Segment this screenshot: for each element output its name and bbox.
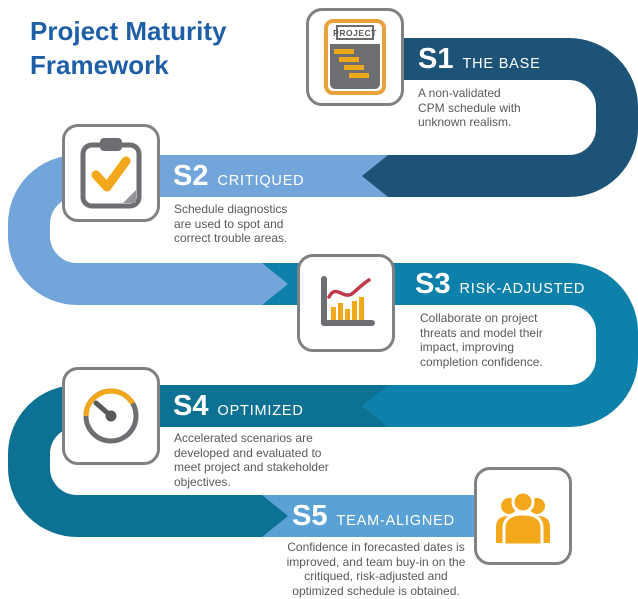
person-body-center xyxy=(502,512,544,545)
gauge-card xyxy=(62,367,160,465)
stage-description-s1: A non-validated CPM schedule with unknow… xyxy=(418,86,521,129)
gauge-hub xyxy=(105,410,117,422)
stage-name-s4: OPTIMIZED xyxy=(217,403,304,419)
stage-name-s3: RISK-ADJUSTED xyxy=(459,281,586,297)
chart-bar xyxy=(345,309,350,323)
ribbon-arrow-s2 xyxy=(262,263,288,305)
chart-bar xyxy=(352,301,357,323)
gantt-bar xyxy=(349,73,369,78)
page-fold-corner xyxy=(123,190,136,203)
stage-label-s1: S1 THE BASE xyxy=(418,43,541,75)
stage-id-s4: S4 xyxy=(173,390,209,422)
stage-id-s2: S2 xyxy=(173,160,209,192)
project-document-icon: PROJECT xyxy=(324,19,386,95)
ribbon-band-s3 xyxy=(255,263,638,427)
ribbon-arrow-s4 xyxy=(262,495,288,537)
stage-description-s2: Schedule diagnostics are used to spot an… xyxy=(174,202,288,245)
clipboard-check-icon xyxy=(80,138,142,209)
stage-label-s2: S2 CRITIQUED xyxy=(173,160,304,192)
chart-bar xyxy=(338,303,343,323)
gauge-arc xyxy=(83,388,135,417)
gantt-bar xyxy=(334,49,354,54)
stage-label-s5: S5 TEAM-ALIGNED xyxy=(292,500,455,532)
stage-description-s3: Collaborate on project threats and model… xyxy=(420,311,543,369)
ribbon-arrow-s1 xyxy=(362,155,388,197)
stage-name-s1: THE BASE xyxy=(462,56,541,72)
stage-id-s5: S5 xyxy=(292,500,328,532)
clipboard-clip xyxy=(100,138,122,151)
stage-id-s3: S3 xyxy=(415,268,451,300)
document-title-text: PROJECT xyxy=(333,28,377,38)
gantt-bar xyxy=(344,65,364,70)
stage-label-s4: S4 OPTIMIZED xyxy=(173,390,304,422)
ribbon-arrow-s3 xyxy=(362,385,388,427)
stage-description-s5: Confidence in forecasted dates is improv… xyxy=(286,540,466,598)
ribbon-band-s1 xyxy=(350,38,638,197)
clipboard-card xyxy=(62,124,160,222)
stage-id-s1: S1 xyxy=(418,43,454,75)
stage-label-s3: S3 RISK-ADJUSTED xyxy=(415,268,585,300)
chart-bar xyxy=(331,307,336,323)
bar-chart-icon xyxy=(321,276,375,326)
chart-bar xyxy=(359,297,364,323)
ribbon-band-s2 xyxy=(8,155,400,305)
stage-description-s4: Accelerated scenarios are developed and … xyxy=(174,431,329,489)
person-head-center xyxy=(511,490,535,514)
ribbon-band-s4 xyxy=(8,385,400,537)
page-title: Project Maturity Framework xyxy=(30,16,227,80)
project-document-card: PROJECT xyxy=(306,8,404,106)
chart-axes xyxy=(321,276,375,326)
bar-chart-card xyxy=(297,254,395,352)
document-title-box xyxy=(336,25,374,40)
trend-line xyxy=(327,278,371,299)
check-mark xyxy=(91,156,131,192)
stage-name-s5: TEAM-ALIGNED xyxy=(336,513,455,529)
team-people-icon xyxy=(496,490,550,545)
team-card xyxy=(474,467,572,565)
stage-name-s2: CRITIQUED xyxy=(217,173,305,189)
gantt-bar xyxy=(339,57,359,62)
gauge-icon xyxy=(83,388,139,444)
